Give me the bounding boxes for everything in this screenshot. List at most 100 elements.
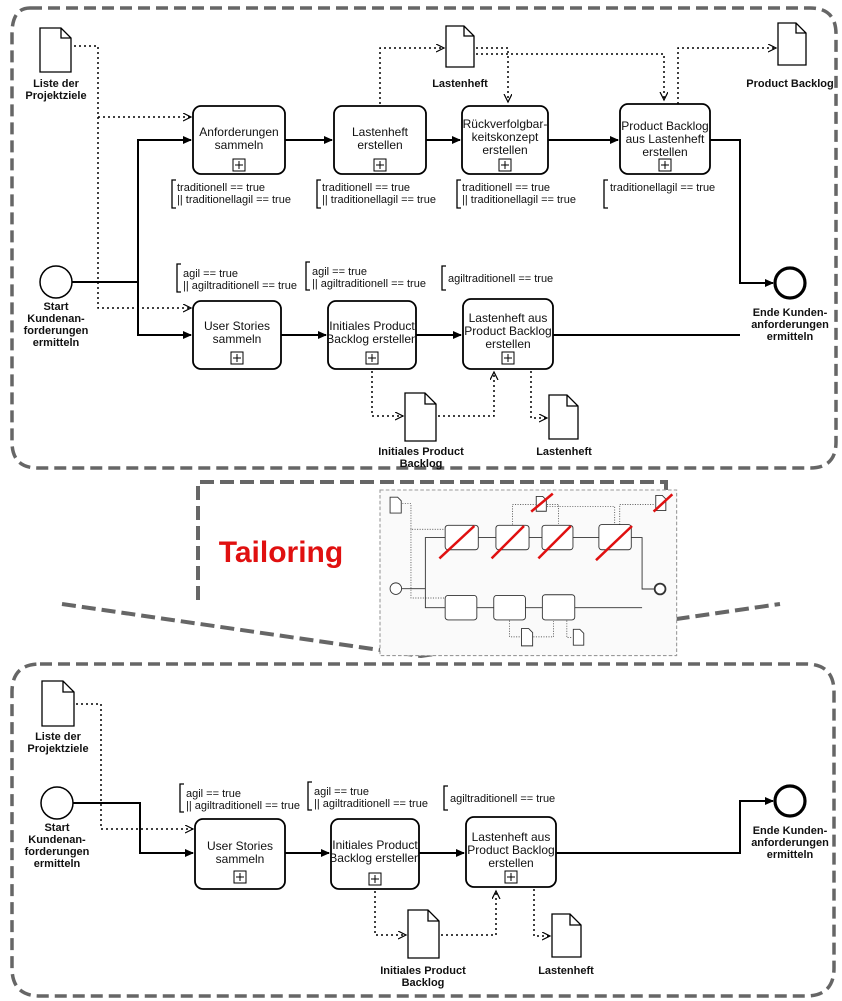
bottom-condition-a1: agil == true|| agiltraditionell == true [179,783,300,813]
top-doc-lastenheft-bottom: Lastenheft [536,394,592,458]
text-line: Product Backlog [746,78,833,90]
text-line: erstellen [485,337,530,351]
bottom-end-event [773,784,807,818]
text-line: Lastenheft aus [469,311,548,325]
svg-text:Lastenheft: Lastenheft [432,78,488,90]
subprocess-marker-icon [365,351,379,365]
subprocess-marker-icon [501,351,515,365]
document-icon [551,913,582,958]
subprocess-marker-icon [233,870,247,884]
text-line: Lastenheft [536,446,592,458]
text-line: traditionell == true [177,182,265,194]
top-condition-c2: traditionell == true|| traditionellagil … [316,179,436,209]
top-sequence-flows [72,136,774,339]
svg-text:Lastenheft: Lastenheft [538,965,594,977]
text-line: agil == true [314,786,369,798]
text-line: forderungen [25,846,90,858]
document-icon [41,680,75,727]
text-line: keitskonzept [472,130,539,144]
text-line: User Stories [207,839,273,853]
svg-text:agil == true|| agiltraditionel: agil == true|| agiltraditionell == true [312,266,426,290]
top-condition-a2: agil == true|| agiltraditionell == true [305,261,426,291]
bottom-data-associations [76,703,550,936]
subprocess-marker-icon [504,870,518,884]
text-line: Liste der [35,731,82,743]
document-icon [404,392,437,442]
text-line: erstellen [482,143,527,157]
top-condition-c1: traditionell == true|| traditionellagil … [171,179,291,209]
top-frame [10,6,838,470]
top-doc-product-backlog: Product Backlog [746,22,834,90]
text-line: Lastenheft aus [472,830,551,844]
text-line: Backlog erstellen [326,332,417,346]
text-line: erstellen [488,856,533,870]
text-line: ermitteln [767,849,814,861]
subprocess-marker-icon [498,158,512,172]
text-line: forderungen [24,325,89,337]
text-line: Kundenan- [28,834,86,846]
text-line: User Stories [204,319,270,333]
text-line: agil == true [186,788,241,800]
tailoring-label: Tailoring [219,536,343,569]
bottom-frame [10,662,836,998]
document-icon [39,27,72,73]
subprocess-marker-icon [232,158,246,172]
text-line: Kundenan- [27,313,85,325]
text-line: Lastenheft [432,78,488,90]
text-line: Lastenheft [352,125,409,139]
text-line: traditionell == true [462,182,550,194]
text-line: ermitteln [767,331,814,343]
text-line: Product Backlog [467,843,554,857]
text-line: Product Backlog [621,119,708,133]
top-condition-c4: traditionellagil == true [603,179,715,209]
text-line: anforderungen [751,837,829,849]
text-line: Initiales Product [329,319,415,333]
document-icon [777,22,807,66]
text-line: || traditionellagil == true [177,194,291,206]
text-line: ermitteln [34,858,81,870]
text-line: Liste der [33,78,80,90]
text-line: || agiltraditionell == true [183,280,297,292]
text-line: erstellen [642,145,687,159]
bottom-condition-a3: agiltraditionell == true [443,785,555,811]
text-line: Initiales Product [380,965,466,977]
text-line: || agiltraditionell == true [314,798,428,810]
text-line: || agiltraditionell == true [186,800,300,812]
subprocess-marker-icon [373,158,387,172]
text-line: Ende Kunden- [753,825,828,837]
svg-text:agil == true|| agiltraditionel: agil == true|| agiltraditionell == true [183,268,297,292]
top-end-event [773,266,807,300]
svg-text:traditionellagil == true: traditionellagil == true [610,182,715,194]
svg-text:traditionell == true|| traditi: traditionell == true|| traditionellagil … [322,182,436,206]
text-line: agiltraditionell == true [448,273,553,285]
text-line: Start [44,822,69,834]
text-line: agil == true [183,268,238,280]
bottom-doc-lastenheft: Lastenheft [538,913,594,977]
bottom-condition-a2: agil == true|| agiltraditionell == true [307,781,428,811]
svg-text:agiltraditionell == true: agiltraditionell == true [448,273,553,285]
text-line: Lastenheft [538,965,594,977]
text-line: agil == true [312,266,367,278]
